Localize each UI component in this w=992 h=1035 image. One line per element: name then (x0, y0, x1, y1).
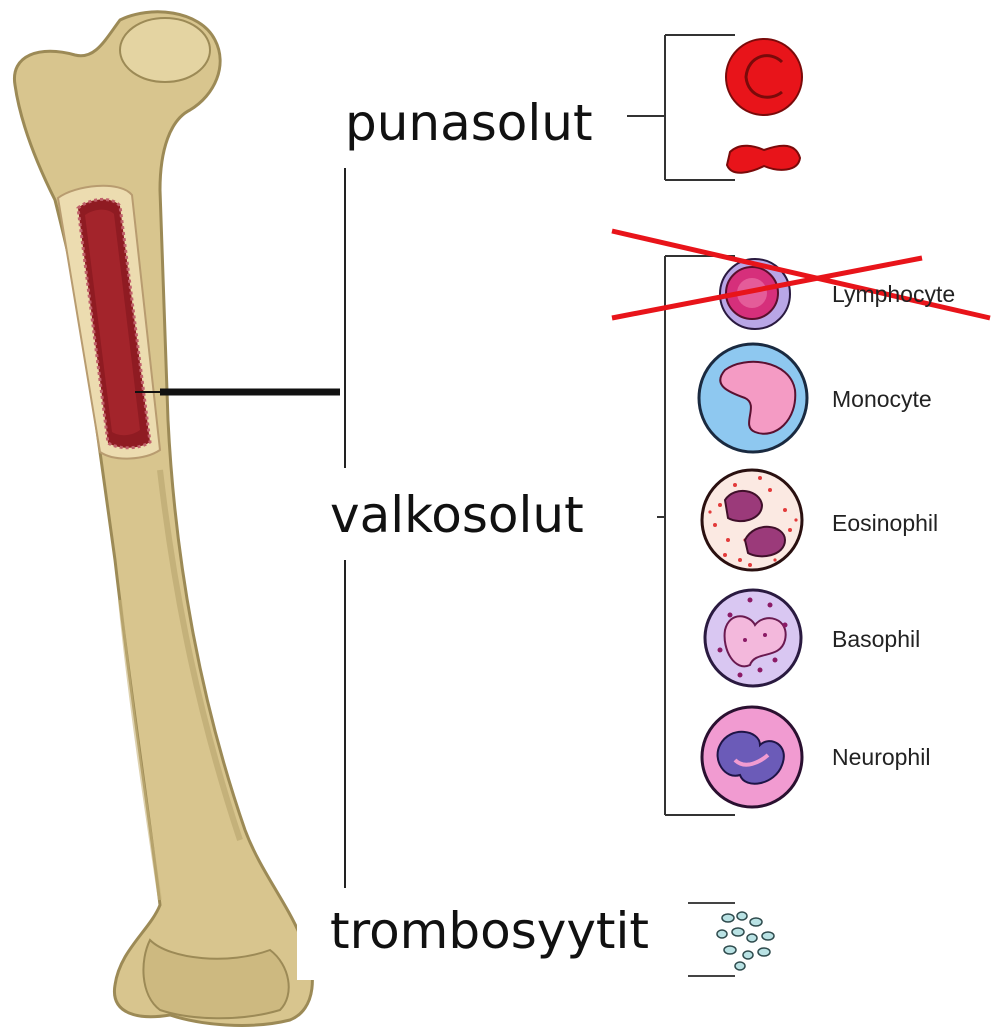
eosinophil-icon (702, 470, 802, 570)
label-eosinophil: Eosinophil (832, 512, 938, 535)
neutrophil-icon (702, 707, 802, 807)
red-blood-cell-icon (726, 39, 802, 115)
label-punasolut: punasolut (345, 98, 593, 148)
label-valkosolut: valkosolut (330, 490, 584, 540)
label-basophil: Basophil (832, 628, 920, 651)
platelets-icon (717, 912, 774, 970)
basophil-icon (705, 590, 801, 686)
monocyte-icon (699, 344, 807, 452)
femur-bone (14, 12, 312, 1026)
label-lymphocyte: Lymphocyte (832, 283, 955, 306)
label-neurophil: Neurophil (832, 746, 930, 769)
label-trombosyytit: trombosyytit (330, 906, 649, 956)
red-cell-bracket (627, 35, 735, 180)
label-monocyte: Monocyte (832, 388, 932, 411)
red-blood-cell-side-icon (727, 146, 800, 173)
